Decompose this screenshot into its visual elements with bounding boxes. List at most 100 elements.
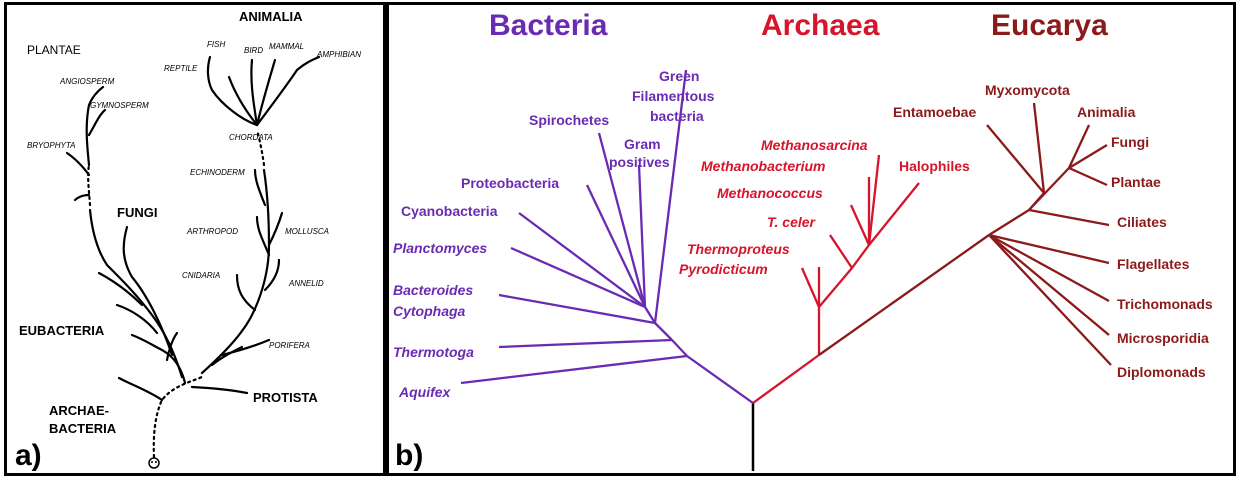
panel-a-five-kingdom-tree: ANIMALIA PLANTAE FISH BIRD MAMMAL AMPHIB… <box>4 2 386 476</box>
branch-cyanobacteria <box>518 212 646 308</box>
branch-flagellates <box>988 233 1110 265</box>
branch-fungi <box>1068 144 1108 169</box>
branch-methanosarcina <box>867 154 881 246</box>
label-plantae: PLANTAE <box>27 43 81 57</box>
label-proteobacteria: Proteobacteria <box>461 175 559 191</box>
label-aquifex: Aquifex <box>398 384 452 400</box>
label-annelid: ANNELID <box>288 279 324 288</box>
branch-planctomyces <box>510 246 646 309</box>
mammal-branch <box>255 58 277 127</box>
label-fungi: Fungi <box>1111 134 1149 150</box>
arthropod-branch <box>255 215 271 257</box>
label-bryophyta: BRYOPHYTA <box>27 141 75 150</box>
branch-trichomonads <box>988 233 1110 303</box>
label-ciliates: Ciliates <box>1117 214 1167 230</box>
gymnosperm-branch <box>87 108 107 137</box>
label-halophiles: Halophiles <box>899 158 970 174</box>
branch-spirochetes <box>597 132 647 308</box>
panel-a-letter: a) <box>15 439 42 472</box>
label-entamoebae: Entamoebae <box>893 104 976 120</box>
branch-plantae <box>1068 166 1108 187</box>
label-bacteroides-line2: Cytophaga <box>393 303 466 319</box>
label-fish: FISH <box>207 40 225 49</box>
label-trichomonads: Trichomonads <box>1117 296 1213 312</box>
label-angiosperm: ANGIOSPERM <box>59 77 115 86</box>
branch-thermotoga <box>498 338 673 349</box>
porifera-twig <box>210 345 244 367</box>
archaea-node-1 <box>818 267 853 308</box>
label-microsporidia: Microsporidia <box>1117 330 1209 346</box>
label-myxomycota: Myxomycota <box>985 82 1070 98</box>
label-amphibian: AMPHIBIAN <box>316 50 361 59</box>
eucarya-branches <box>818 102 1112 366</box>
label-diplomonads: Diplomonads <box>1117 364 1206 380</box>
angiosperm-branch <box>85 85 105 167</box>
fish-branch <box>206 55 259 127</box>
bacteria-node-3 <box>644 306 656 324</box>
label-plantae: Plantae <box>1111 174 1161 190</box>
panel-a-branches <box>65 55 321 459</box>
label-methanobacterium: Methanobacterium <box>701 158 825 174</box>
branch-animalia <box>1067 124 1091 169</box>
archaebacteria-branch <box>117 376 164 402</box>
branch-gram-positives <box>637 164 647 308</box>
label-animalia: ANIMALIA <box>239 9 303 24</box>
heading-eucarya: Eucarya <box>991 9 1108 42</box>
heading-bacteria: Bacteria <box>489 9 608 42</box>
label-chordata: CHORDATA <box>229 133 273 142</box>
branch-bacteroides <box>498 293 656 325</box>
branch-proteobacteria <box>585 184 647 308</box>
archaea-trunk <box>752 354 820 404</box>
label-green-filamentous-line3: bacteria <box>650 108 704 124</box>
label-gram-line1: Gram <box>624 136 661 152</box>
eucarya-node-1 <box>988 209 1030 236</box>
label-thermotoga: Thermotoga <box>393 344 474 360</box>
label-bacteroides-line1: Bacteroides <box>393 282 473 298</box>
label-planctomyces: Planctomyces <box>393 240 487 256</box>
annelid-branch <box>263 258 281 292</box>
mollusca-branch <box>267 211 284 247</box>
label-eubacteria: EUBACTERIA <box>19 323 105 338</box>
branch-myxomycota <box>1032 102 1046 194</box>
label-fungi: FUNGI <box>117 205 157 220</box>
label-cnidaria: CNIDARIA <box>182 271 220 280</box>
heading-archaea: Archaea <box>761 9 880 42</box>
branch-t-celer <box>829 234 853 269</box>
label-methanococcus: Methanococcus <box>717 185 823 201</box>
label-mammal: MAMMAL <box>269 42 304 51</box>
animal-dotted <box>255 128 266 167</box>
label-bird: BIRD <box>244 46 263 55</box>
label-green-filamentous-line2: Filamentous <box>632 88 715 104</box>
label-cyanobacteria: Cyanobacteria <box>401 203 498 219</box>
bacteria-node-2 <box>654 322 673 341</box>
panel-a-diagram: ANIMALIA PLANTAE FISH BIRD MAMMAL AMPHIB… <box>15 9 361 472</box>
panel-b-letter: b) <box>395 439 423 472</box>
label-gymnosperm: GYMNOSPERM <box>90 101 149 110</box>
porifera-branch <box>220 338 271 357</box>
label-t-celer: T. celer <box>767 214 817 230</box>
label-porifera: PORIFERA <box>269 341 310 350</box>
eucarya-trunk <box>818 234 990 356</box>
panel-b-three-domain-tree: Bacteria Archaea Eucarya <box>386 2 1236 476</box>
reptile-branch <box>227 75 259 127</box>
echinoderm-branch <box>253 168 267 207</box>
eubacteria-branch <box>130 333 187 385</box>
label-gram-line2: positives <box>609 154 670 170</box>
label-mollusca: MOLLUSCA <box>285 227 329 236</box>
amphibian-branch <box>255 55 321 127</box>
bacteria-node-1 <box>671 339 688 357</box>
branch-entamoebae <box>986 124 1045 194</box>
bacteria-branches <box>460 69 754 404</box>
label-arthropod: ARTHROPOD <box>186 227 238 236</box>
label-reptile: REPTILE <box>164 64 198 73</box>
label-archaebacteria-line2: BACTERIA <box>49 421 117 436</box>
label-archaebacteria-line1: ARCHAE- <box>49 403 109 418</box>
panel-b-diagram: Bacteria Archaea Eucarya <box>393 9 1213 472</box>
label-thermoproteus: Thermoproteus <box>687 241 790 257</box>
trunk-dotted <box>152 375 204 459</box>
eucarya-node-3 <box>1028 192 1045 211</box>
branch-ciliates <box>1028 208 1110 227</box>
animal-trunk <box>200 168 271 375</box>
branch-halophiles <box>868 182 920 246</box>
branch-aquifex <box>460 354 688 385</box>
